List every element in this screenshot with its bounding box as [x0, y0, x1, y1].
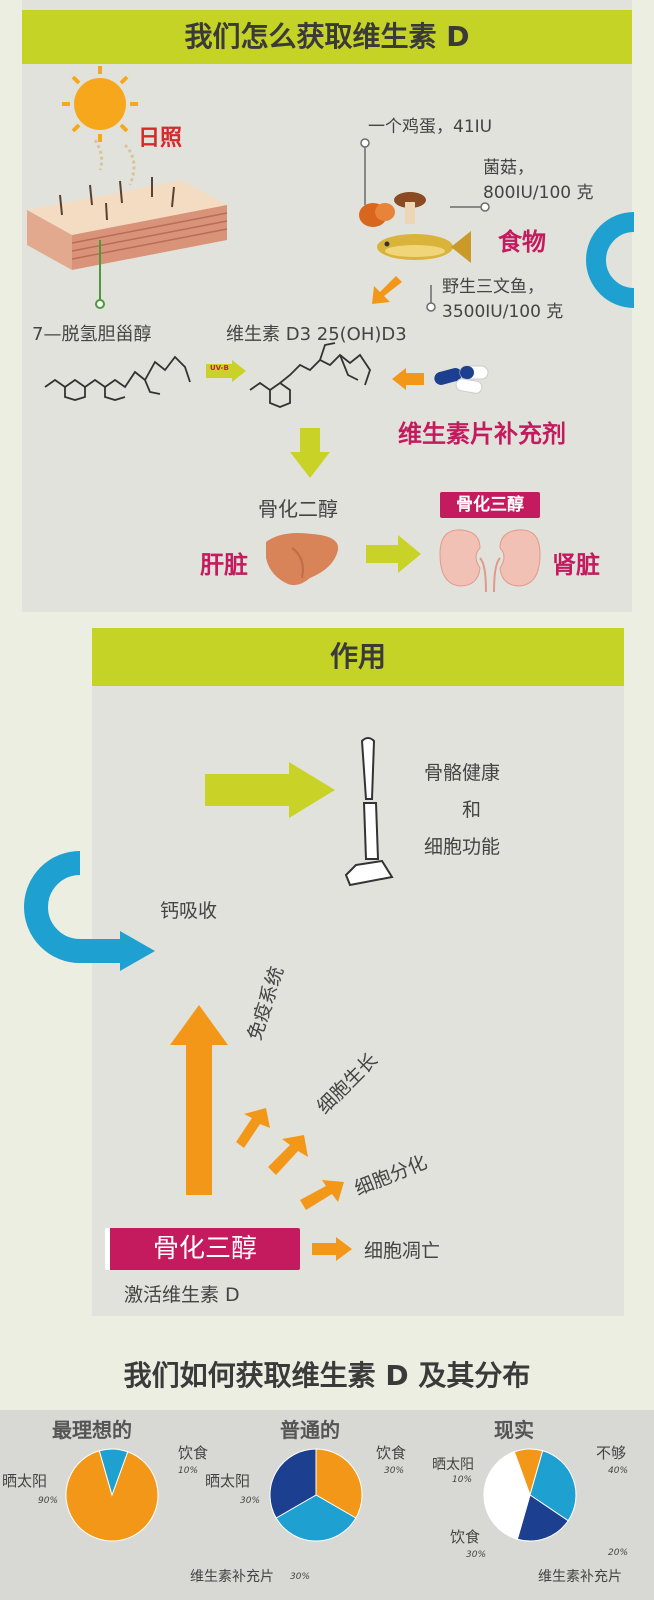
salmon-label-line1: 野生三文鱼， [442, 277, 544, 297]
chart2-title: 普通的 [280, 1418, 340, 1442]
apoptosis-label: 细胞凋亡 [364, 1240, 441, 1262]
pie-slice-4 [483, 1451, 531, 1540]
chart3-supp-pct: 20% [608, 1548, 629, 1558]
up-arrow-icon [170, 1005, 228, 1195]
bone-arrow-icon [205, 762, 335, 818]
chart1-food-pct: 10% [178, 1466, 199, 1476]
liver-label: 肝脏 [200, 551, 248, 579]
chart1-food-label: 饮食 [178, 1444, 209, 1462]
pie-slice-1 [315, 1448, 363, 1519]
fish-icon [377, 231, 471, 263]
section3-title: 我们如何获取维生素 D 及其分布 [123, 1359, 531, 1392]
vd3-molecule-icon [249, 342, 371, 408]
chart2-food-pct: 30% [384, 1466, 405, 1476]
calcidiol-label: 骨化二醇 [258, 497, 338, 521]
chart3-title: 现实 [494, 1418, 534, 1442]
vd3-label: 维生素 D3 25(OH)D3 [226, 324, 407, 345]
mushroom-egg-icon [359, 192, 426, 227]
chart3-lack-label: 不够 [596, 1444, 627, 1462]
chart2-supp-pct: 30% [290, 1572, 311, 1582]
chart2-food-label: 饮食 [376, 1444, 407, 1462]
calcitriol-tag-active: 骨化三醇 [105, 1228, 300, 1270]
food-label: 食物 [498, 228, 546, 256]
skin-connector-line [95, 240, 105, 309]
chart3-food-label: 饮食 [450, 1528, 481, 1546]
mushroom-label-line1: 菌菇， [483, 158, 534, 178]
food-arrow-icon [372, 276, 402, 304]
dehydro-molecule-icon [44, 355, 191, 401]
pie-slice-2 [529, 1450, 577, 1522]
chart2-sun-label: 晒太阳 [205, 1472, 251, 1490]
chart1-sun-label: 晒太阳 [2, 1472, 48, 1490]
chart1-title: 最理想的 [52, 1418, 132, 1442]
blue-ring-icon [586, 212, 635, 308]
uvb-arrow-icon [206, 360, 246, 382]
calcium-label: 钙吸收 [160, 900, 218, 922]
liver-icon [266, 533, 339, 586]
mushroom-label-line2: 800IU/100 克 [483, 183, 594, 203]
kidney-icon [439, 529, 541, 593]
pie-slice-3 [269, 1448, 317, 1519]
section1-title: 我们怎么获取维生素 D [22, 10, 632, 64]
uvb-label: UV-B [210, 364, 229, 372]
active-vd-label: 激活维生素 D [124, 1284, 240, 1306]
bone-label-line3: 细胞功能 [424, 836, 501, 858]
section2-title: 作用 [92, 628, 624, 686]
leg-bone-icon [344, 737, 394, 887]
sun-icon [62, 66, 138, 142]
apoptosis-arrow-icon [312, 1237, 352, 1261]
bone-label-line1: 骨骼健康 [424, 762, 501, 784]
kidney-label: 肾脏 [552, 551, 600, 579]
chart3-lack-pct: 40% [608, 1466, 629, 1476]
skin-icon [27, 177, 228, 270]
supplement-label: 维生素片补充剂 [398, 420, 566, 448]
pie-slice-3 [516, 1494, 569, 1542]
egg-label: 一个鸡蛋，41IU [368, 117, 493, 137]
section2-panel [92, 628, 624, 1316]
immune-arrow-icon [236, 1108, 270, 1148]
chart3-supp-label: 维生素补充片 [538, 1569, 622, 1585]
growth-arrow-icon [268, 1135, 308, 1175]
dehydro-label: 7—脱氢胆甾醇 [32, 324, 152, 345]
bone-label-line2: 和 [462, 799, 482, 821]
chart2-supp-label: 维生素补充片 [190, 1569, 274, 1585]
differentiation-arrow-icon [300, 1180, 344, 1210]
pie-chart-typical [269, 1448, 363, 1542]
pie-slice-2 [98, 1448, 129, 1497]
pie-chart-reality [483, 1448, 577, 1542]
chart1-sun-pct: 90% [38, 1496, 59, 1506]
sunlight-label: 日照 [138, 126, 183, 151]
sunbeam-lines [93, 139, 136, 186]
chart3-food-pct: 30% [466, 1550, 487, 1560]
supplement-arrow-icon [392, 368, 424, 390]
pills-icon [434, 365, 489, 394]
u-turn-arrow-icon [24, 851, 155, 971]
down-arrow-icon [290, 428, 330, 478]
food-connector-lines [360, 138, 490, 312]
chart3-sun-pct: 10% [452, 1475, 473, 1485]
pie-chart-ideal [65, 1448, 159, 1542]
chart2-sun-pct: 30% [240, 1496, 261, 1506]
calcitriol-tag: 骨化三醇 [440, 492, 540, 518]
right-arrow-icon [366, 535, 421, 573]
chart3-sun-label: 晒太阳 [432, 1457, 474, 1473]
salmon-label-line2: 3500IU/100 克 [442, 302, 564, 322]
